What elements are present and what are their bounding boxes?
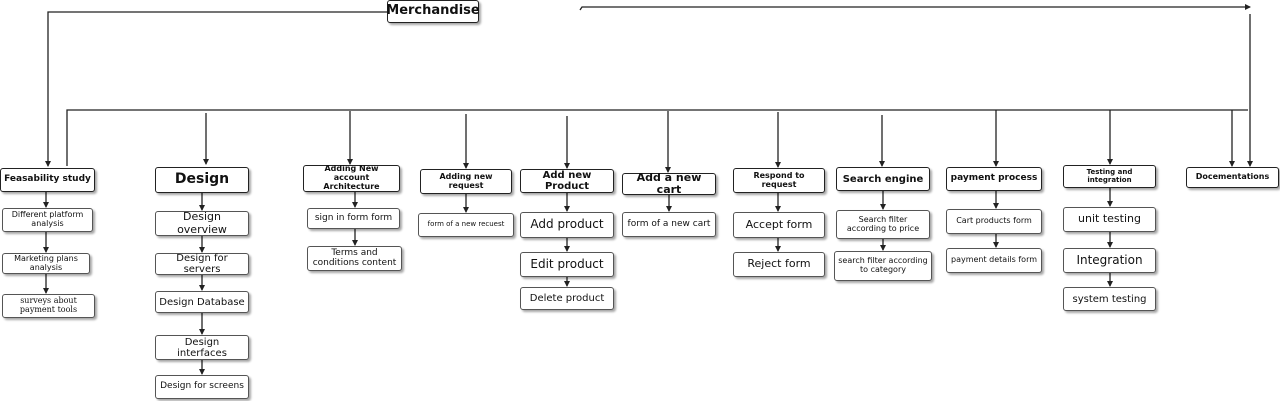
node-system-testing: system testing	[1063, 287, 1156, 311]
node-respond-to-request: Respond to request	[733, 168, 825, 193]
node-cart-products-form: Cart products form	[946, 209, 1042, 234]
node-add-product: Add product	[520, 212, 614, 238]
node-add-new-product: Add new Product	[520, 169, 614, 193]
node-adding-new-account: Adding New account Architecture	[303, 164, 400, 192]
node-feasibility-study: Feasability study	[0, 168, 95, 192]
node-delete-product: Delete product	[520, 287, 614, 310]
node-payment-details-form: payment details form	[946, 248, 1042, 273]
node-form-new-request: form of a new recuest	[418, 213, 514, 237]
node-surveys-payment-tools: surveys about payment tools	[2, 294, 95, 318]
node-design-for-servers: Design for servers	[155, 253, 249, 275]
node-sign-in-form: sign in form form	[307, 208, 400, 229]
node-design-interfaces: Design interfaces	[155, 335, 249, 360]
node-design-overview: Design overview	[155, 211, 249, 236]
node-search-engine: Search engine	[836, 167, 930, 191]
node-search-filter-category: search filter according to category	[834, 251, 932, 281]
node-documentations: Docementations	[1186, 167, 1279, 188]
node-edit-product: Edit product	[520, 252, 614, 277]
node-add-new-cart: Add a new cart	[622, 171, 716, 196]
node-integration: Integration	[1063, 248, 1156, 273]
node-marketing-plans-analysis: Marketing plans analysis	[2, 253, 90, 274]
node-terms-conditions: Terms and conditions content	[307, 246, 402, 271]
node-payment-process: payment process	[946, 167, 1042, 191]
node-adding-new-request: Adding new request	[420, 169, 512, 194]
node-form-new-cart: form of a new cart	[622, 212, 716, 237]
root-node: Merchandise	[386, 0, 480, 23]
node-design-for-screens: Design for screens	[155, 375, 249, 399]
node-accept-form: Accept form	[733, 212, 825, 238]
node-design-database: Design Database	[155, 291, 249, 313]
node-unit-testing: unit testing	[1063, 207, 1156, 232]
node-design: Design	[155, 167, 249, 193]
node-testing-integration: Testing and integration	[1063, 165, 1156, 188]
node-different-platform-analysis: Different platform analysis	[2, 208, 93, 232]
node-reject-form: Reject form	[733, 252, 825, 277]
node-search-filter-price: Search filter according to price	[836, 210, 930, 239]
